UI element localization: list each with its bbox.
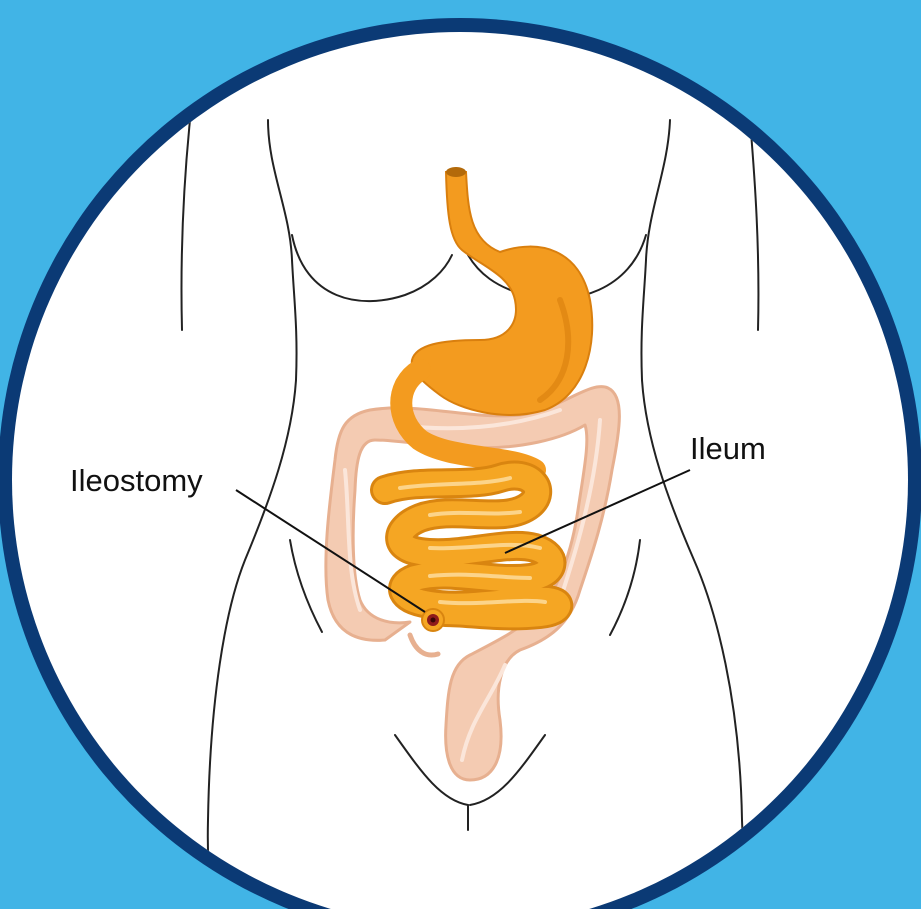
stoma [422,609,444,631]
small-intestine [385,475,558,615]
label-ileum: Ileum [690,431,766,467]
label-ileostomy: Ileostomy [70,463,203,499]
